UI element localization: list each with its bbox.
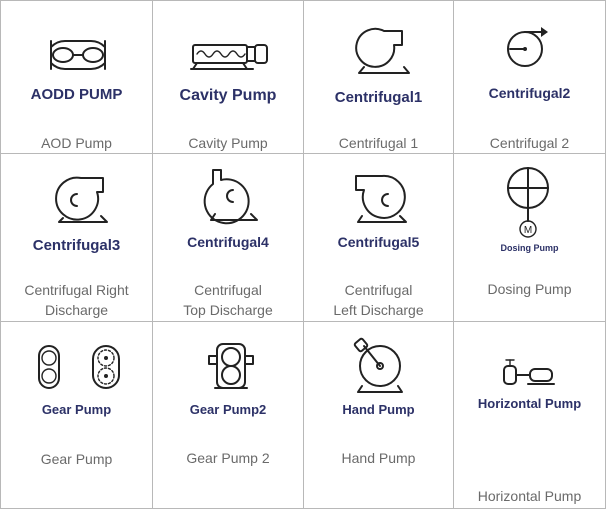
centrifugal-3-icon (55, 176, 108, 223)
cell-centrifugal-1[interactable]: Centrifugal1 Centrifugal 1 (304, 0, 454, 154)
cell-cavity-pump[interactable]: Cavity Pump Cavity Pump (153, 0, 304, 154)
cell-caption: Gear Pump 2 (186, 450, 270, 466)
cell-caption-line-1: Centrifugal (194, 282, 262, 298)
cell-caption-line-2: Left Discharge (333, 302, 424, 318)
dosing-pump-icon: M (507, 167, 549, 238)
cell-gear-pump-2[interactable]: Gear Pump2 Gear Pump 2 (153, 322, 304, 509)
cell-dosing-pump[interactable]: M Dosing Pump Dosing Pump (454, 154, 606, 322)
cell-caption: Centrifugal 2 (489, 135, 570, 151)
cell-label: Centrifugal2 (488, 85, 571, 101)
cell-caption: AOD Pump (41, 135, 112, 151)
cell-caption: Dosing Pump (487, 281, 572, 297)
cell-label: Centrifugal5 (337, 234, 420, 250)
cell-label: Hand Pump (342, 402, 415, 417)
cell-label: Centrifugal3 (32, 237, 121, 254)
cell-caption-line-2: Top Discharge (183, 302, 273, 318)
motor-letter: M (524, 225, 532, 236)
cell-label: Centrifugal1 (334, 89, 423, 106)
cell-label: AODD PUMP (30, 86, 123, 103)
aodd-pump-icon (50, 40, 106, 70)
cell-caption-line-2: Discharge (44, 302, 109, 318)
cavity-pump-icon (190, 44, 268, 70)
cell-centrifugal-3[interactable]: Centrifugal3 Centrifugal Right Discharge (0, 154, 153, 322)
cell-gear-pump[interactable]: Gear Pump Gear Pump (0, 322, 153, 509)
gear-pump-2-icon (208, 343, 254, 389)
cell-label: Gear Pump2 (189, 402, 267, 417)
centrifugal-1-icon (355, 27, 410, 74)
cell-caption-line-1: Centrifugal Right (24, 282, 129, 298)
horizontal-pump-icon (503, 359, 555, 385)
cell-caption: Gear Pump (40, 451, 113, 467)
cell-label: Horizontal Pump (477, 396, 582, 411)
hand-pump-icon (353, 337, 403, 393)
cell-aodd-pump[interactable]: AODD PUMP AOD Pump (0, 0, 153, 154)
cell-label: Dosing Pump (500, 243, 559, 253)
centrifugal-2-icon (507, 27, 548, 67)
cell-label: Cavity Pump (179, 87, 277, 104)
cell-caption-line-1: Centrifugal (344, 282, 413, 298)
cell-caption: Cavity Pump (188, 135, 268, 151)
cell-horizontal-pump[interactable]: Horizontal Pump Horizontal Pump (454, 322, 606, 509)
cell-label: Centrifugal4 (187, 234, 269, 250)
cell-centrifugal-5[interactable]: Centrifugal5 Centrifugal Left Discharge (304, 154, 454, 322)
centrifugal-4-icon (203, 169, 258, 225)
centrifugal-5-icon (355, 174, 407, 223)
cell-centrifugal-2[interactable]: Centrifugal2 Centrifugal 2 (454, 0, 606, 154)
cell-caption: Hand Pump (341, 450, 416, 466)
cell-hand-pump[interactable]: Hand Pump Hand Pump (304, 322, 454, 509)
cell-caption: Centrifugal 1 (338, 135, 419, 151)
cell-label: Gear Pump (41, 402, 112, 417)
gear-pump-icon (38, 345, 120, 389)
cell-centrifugal-4[interactable]: Centrifugal4 Centrifugal Top Discharge (153, 154, 304, 322)
cell-caption: Horizontal Pump (477, 488, 582, 504)
